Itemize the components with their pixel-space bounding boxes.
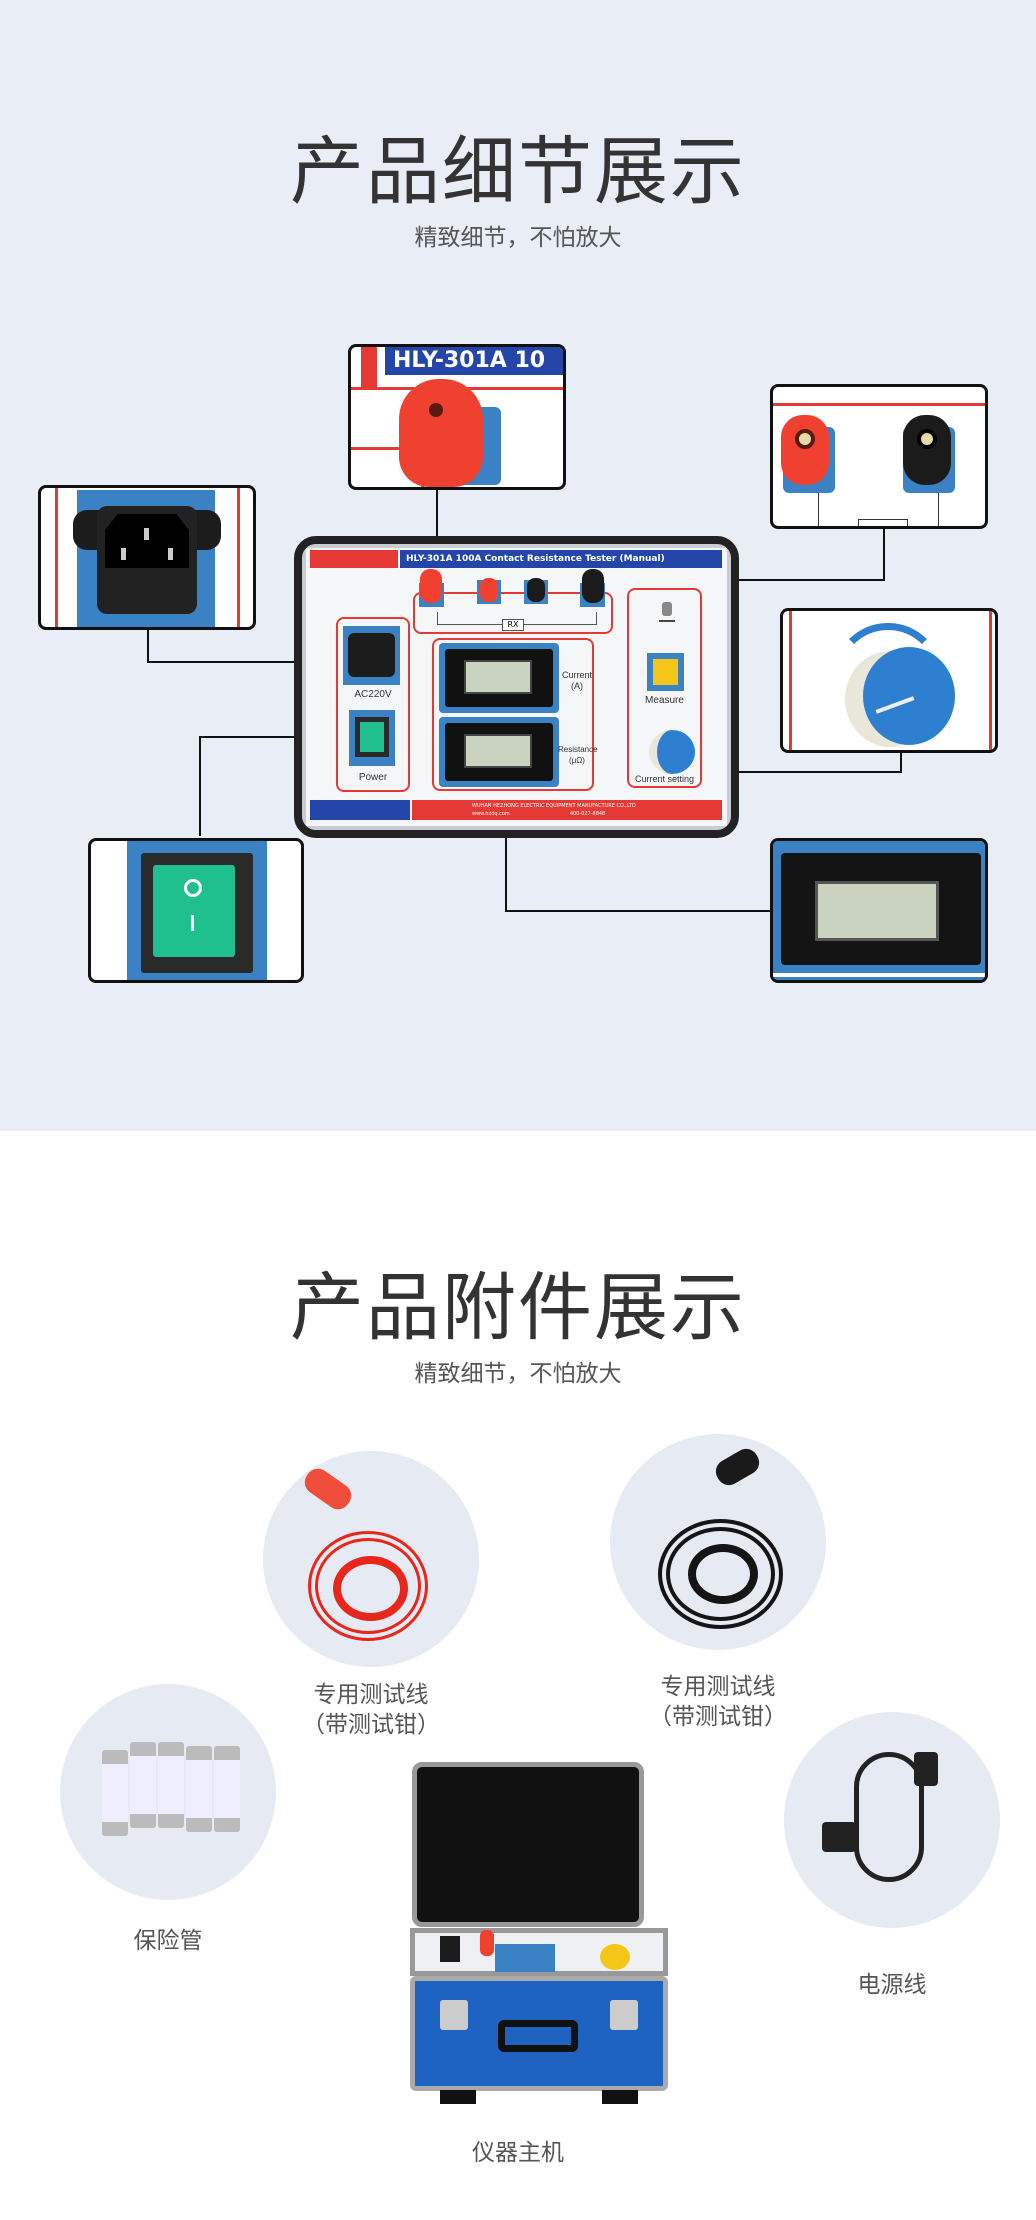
black-current-terminal[interactable] <box>582 569 604 603</box>
zoom-red-terminal: HLY-301A 10 <box>348 344 566 490</box>
current-display <box>464 660 532 694</box>
resistance-display <box>464 734 532 768</box>
knob-icon <box>863 647 955 745</box>
current-unit: (A) <box>571 681 583 691</box>
website: www.hzdq.com <box>472 811 510 817</box>
red-post-icon <box>781 415 829 485</box>
ground-terminal-icon <box>662 602 672 616</box>
resistance-unit: (μΩ) <box>569 756 585 765</box>
power-label: Power <box>358 772 388 783</box>
connector-line <box>199 736 201 836</box>
red-terminal-icon <box>399 379 483 487</box>
lcd-icon <box>815 881 939 941</box>
zoom-lcd-display <box>770 838 988 983</box>
power-cord-image <box>784 1712 1000 1928</box>
measure-button[interactable] <box>653 659 678 685</box>
panel-model-title: HLY-301A 100A Contact Resistance Tester … <box>400 550 722 568</box>
current-label: Current <box>561 670 592 680</box>
fuse-image <box>60 1684 276 1900</box>
current-setting-label: Current setting <box>634 774 695 784</box>
connector-line <box>199 736 351 738</box>
accessory-label: 仪器主机 <box>472 2140 564 2166</box>
connector-line <box>505 910 771 912</box>
company-name: WUHAN HEZHONG ELECTRIC EQUIPMENT MANUFAC… <box>472 803 636 809</box>
instrument-case-body <box>410 1976 668 2091</box>
connector-line <box>675 771 902 773</box>
connector-line <box>436 490 438 580</box>
red-test-lead-image <box>263 1451 479 1667</box>
zoom-power-socket <box>38 485 256 630</box>
accessory-label: 专用测试线（带测试钳） <box>302 1682 440 1738</box>
connector-line <box>147 630 149 663</box>
ac-power-socket[interactable] <box>348 633 395 677</box>
phone: 400-027-8848 <box>569 811 606 817</box>
measure-label: Measure <box>645 695 684 706</box>
detail-title: 产品细节展示 <box>290 129 746 215</box>
red-voltage-terminal[interactable] <box>480 578 498 602</box>
rx-label: RX <box>502 619 524 631</box>
black-test-lead-image <box>610 1434 826 1650</box>
zoom-binding-posts <box>770 384 988 529</box>
black-voltage-terminal[interactable] <box>527 578 545 602</box>
ac-label: AC220V <box>354 689 392 700</box>
connector-line <box>505 775 507 912</box>
black-post-icon <box>903 415 951 485</box>
accessory-label: 专用测试线（带测试钳） <box>649 1674 787 1730</box>
power-switch[interactable] <box>360 722 384 752</box>
zoom-current-knob <box>780 608 998 753</box>
zoom-title-text: HLY-301A 10 <box>385 347 563 375</box>
connector-line <box>883 529 885 581</box>
current-setting-knob[interactable] <box>649 730 695 774</box>
accessory-title: 产品附件展示 <box>290 1265 746 1351</box>
accessory-subtitle: 精致细节，不怕放大 <box>414 1361 622 1387</box>
connector-line <box>900 753 902 773</box>
accessory-label: 保险管 <box>133 1928 203 1954</box>
connector-line <box>612 579 885 581</box>
accessory-label: 电源线 <box>857 1972 927 1998</box>
zoom-power-switch <box>88 838 304 983</box>
detail-subtitle: 精致细节，不怕放大 <box>414 225 622 251</box>
resistance-label: Resistance <box>558 745 598 754</box>
instrument-case-lid <box>412 1762 644 1927</box>
red-current-terminal[interactable] <box>420 569 442 603</box>
connector-line <box>147 661 347 663</box>
